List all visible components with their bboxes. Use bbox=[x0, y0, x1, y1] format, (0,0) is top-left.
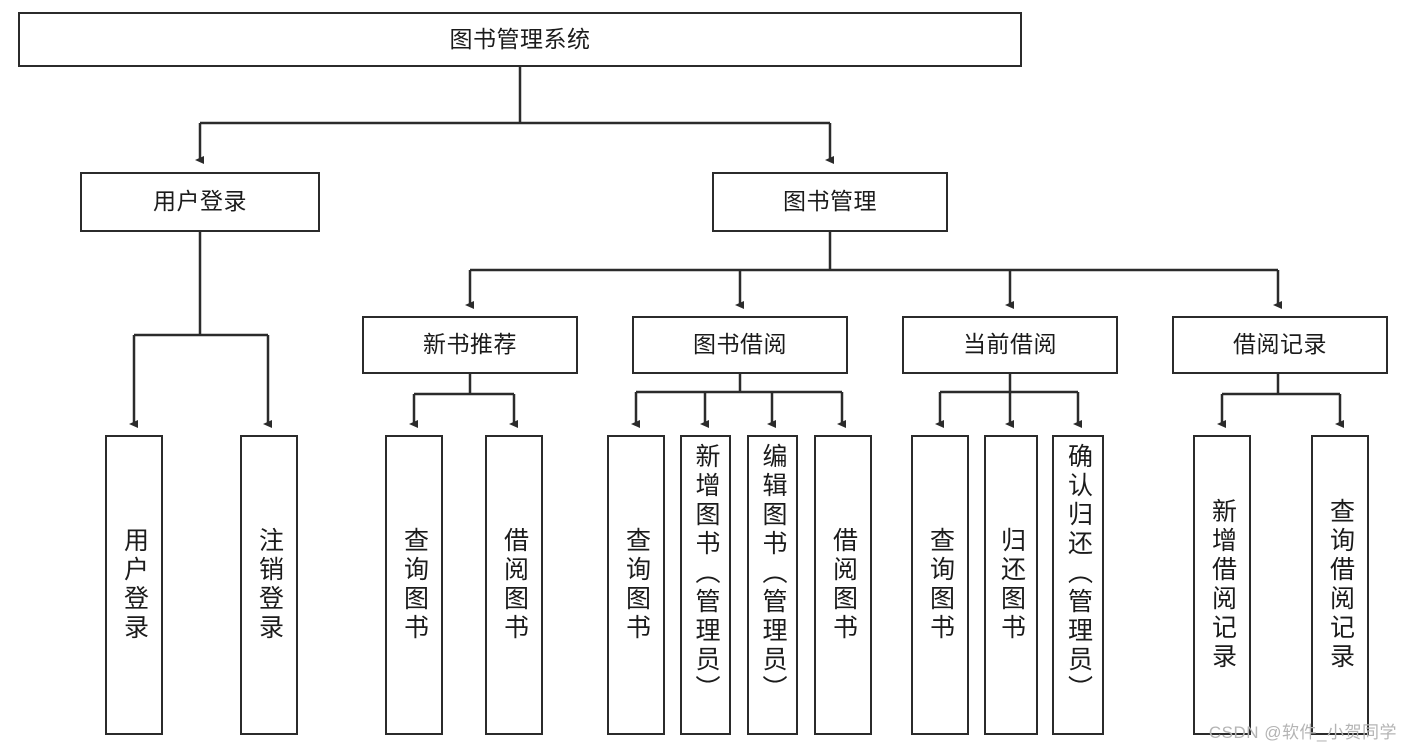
node-leaf-query-book-1-label: 查询图书 bbox=[400, 527, 429, 643]
node-current-borrow[interactable]: 当前借阅 bbox=[902, 316, 1118, 374]
node-borrow-record-label: 借阅记录 bbox=[1233, 331, 1327, 358]
node-book-borrow-label: 图书借阅 bbox=[693, 331, 787, 358]
node-leaf-confirm-return-label: 确认归还（管理员） bbox=[1064, 443, 1093, 704]
node-new-book-recommend-label: 新书推荐 bbox=[423, 331, 517, 358]
node-leaf-user-logout[interactable]: 注销登录 bbox=[240, 435, 298, 735]
node-leaf-confirm-return[interactable]: 确认归还（管理员） bbox=[1052, 435, 1104, 735]
node-new-book-recommend[interactable]: 新书推荐 bbox=[362, 316, 578, 374]
node-leaf-borrow-book-2[interactable]: 借阅图书 bbox=[814, 435, 872, 735]
node-user-login[interactable]: 用户登录 bbox=[80, 172, 320, 232]
node-leaf-add-record[interactable]: 新增借阅记录 bbox=[1193, 435, 1251, 735]
node-leaf-user-login[interactable]: 用户登录 bbox=[105, 435, 163, 735]
node-user-login-label: 用户登录 bbox=[153, 188, 247, 215]
node-leaf-return-book[interactable]: 归还图书 bbox=[984, 435, 1038, 735]
csdn-watermark: CSDN @软件_小贺同学 bbox=[1208, 723, 1397, 742]
node-leaf-borrow-book-1[interactable]: 借阅图书 bbox=[485, 435, 543, 735]
node-book-borrow[interactable]: 图书借阅 bbox=[632, 316, 848, 374]
node-book-management-label: 图书管理 bbox=[783, 188, 877, 215]
node-root[interactable]: 图书管理系统 bbox=[18, 12, 1022, 67]
node-leaf-edit-book-label: 编辑图书（管理员） bbox=[759, 443, 787, 704]
node-borrow-record[interactable]: 借阅记录 bbox=[1172, 316, 1388, 374]
node-leaf-return-book-label: 归还图书 bbox=[997, 527, 1026, 643]
node-leaf-query-book-2[interactable]: 查询图书 bbox=[607, 435, 665, 735]
node-leaf-query-book-3[interactable]: 查询图书 bbox=[911, 435, 969, 735]
node-leaf-query-book-1[interactable]: 查询图书 bbox=[385, 435, 443, 735]
node-book-management[interactable]: 图书管理 bbox=[712, 172, 948, 232]
node-leaf-add-book[interactable]: 新增图书（管理员） bbox=[680, 435, 731, 735]
node-leaf-query-book-2-label: 查询图书 bbox=[622, 527, 651, 643]
node-leaf-add-record-label: 新增借阅记录 bbox=[1208, 498, 1237, 672]
node-leaf-query-record[interactable]: 查询借阅记录 bbox=[1311, 435, 1369, 735]
node-root-label: 图书管理系统 bbox=[449, 25, 591, 52]
node-leaf-edit-book[interactable]: 编辑图书（管理员） bbox=[747, 435, 798, 735]
node-leaf-user-logout-label: 注销登录 bbox=[255, 527, 284, 643]
node-leaf-query-record-label: 查询借阅记录 bbox=[1326, 498, 1355, 672]
node-leaf-borrow-book-2-label: 借阅图书 bbox=[829, 527, 858, 643]
node-leaf-query-book-3-label: 查询图书 bbox=[926, 527, 955, 643]
node-leaf-user-login-label: 用户登录 bbox=[120, 527, 149, 643]
node-leaf-add-book-label: 新增图书（管理员） bbox=[692, 443, 720, 704]
node-current-borrow-label: 当前借阅 bbox=[963, 331, 1057, 358]
node-leaf-borrow-book-1-label: 借阅图书 bbox=[500, 527, 529, 643]
